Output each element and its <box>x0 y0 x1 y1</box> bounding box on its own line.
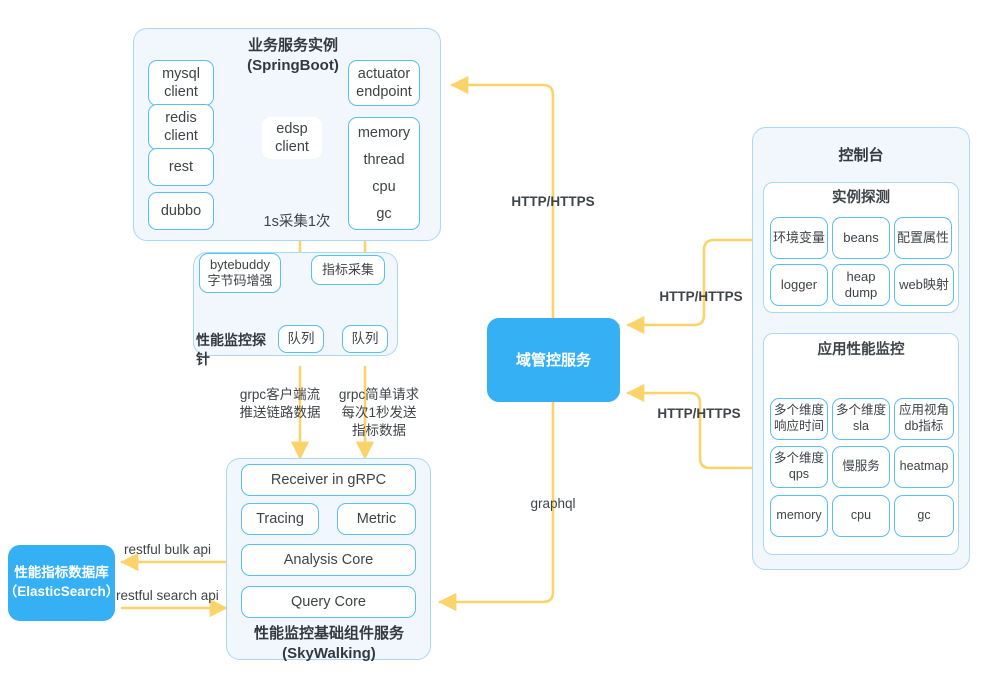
label-http-console-lower: HTTP/HTTPS <box>657 406 741 421</box>
sample-rate-note: 1s采集1次 <box>263 214 331 230</box>
console-item-memory[interactable]: memory <box>770 495 828 537</box>
node-rest[interactable]: rest <box>148 148 214 186</box>
console-item-logger[interactable]: logger <box>770 264 828 306</box>
node-queue-2[interactable]: 队列 <box>342 325 388 353</box>
node-edsp-client[interactable]: edsp client <box>262 117 322 159</box>
node-tracing[interactable]: Tracing <box>241 503 319 535</box>
console-item-db-metrics[interactable]: 应用视角 db指标 <box>894 398 954 440</box>
edge-console-probe-to-domain <box>626 238 754 335</box>
console-item-config-props[interactable]: 配置属性 <box>894 217 952 259</box>
node-queue-1[interactable]: 队列 <box>278 325 324 353</box>
label-graphql: graphql <box>530 496 576 511</box>
console-item-gc[interactable]: gc <box>894 495 954 537</box>
node-domain-service[interactable]: 域管控服务 <box>487 318 620 402</box>
console-item-heap-dump[interactable]: heap dump <box>832 264 890 306</box>
springboot-panel-title: 业务服务实例 (SpringBoot) <box>247 37 339 75</box>
node-jvm-metrics[interactable]: memory thread cpu gc <box>348 117 420 230</box>
console-item-cpu[interactable]: cpu <box>832 495 890 537</box>
label-http-top: HTTP/HTTPS <box>511 194 595 209</box>
probe-panel-title: 性能监控探针 <box>196 332 266 367</box>
node-elasticsearch[interactable]: 性能指标数据库 （ElasticSearch） <box>4 545 119 621</box>
node-receiver-grpc[interactable]: Receiver in gRPC <box>241 464 416 496</box>
label-http-console-upper: HTTP/HTTPS <box>659 289 743 304</box>
console-panel-title: 控制台 <box>838 147 884 164</box>
console-item-sla[interactable]: 多个维度 sla <box>832 398 890 440</box>
console-section-apm-title: 应用性能监控 <box>817 342 905 358</box>
label-restful-bulk: restful bulk api <box>124 542 212 557</box>
label-grpc-simple: grpc简单请求 每次1秒发送 指标数据 <box>338 387 420 439</box>
node-dubbo[interactable]: dubbo <box>148 192 214 230</box>
node-redis-client[interactable]: redis client <box>148 104 214 150</box>
node-metric[interactable]: Metric <box>337 503 416 535</box>
console-item-qps[interactable]: 多个维度 qps <box>770 446 828 488</box>
node-mysql-client[interactable]: mysql client <box>148 60 214 106</box>
metric-memory: memory <box>357 124 411 141</box>
node-metric-collect[interactable]: 指标采集 <box>311 255 385 285</box>
node-query-core[interactable]: Query Core <box>241 586 416 618</box>
console-item-slow-service[interactable]: 慢服务 <box>832 446 890 488</box>
node-analysis-core[interactable]: Analysis Core <box>241 544 416 576</box>
node-actuator-endpoint[interactable]: actuator endpoint <box>348 60 420 106</box>
metric-cpu: cpu <box>372 179 396 195</box>
skywalking-panel-title: 性能监控基础组件服务 (SkyWalking) <box>253 625 404 663</box>
console-item-env-vars[interactable]: 环境变量 <box>770 217 828 259</box>
console-item-beans[interactable]: beans <box>832 217 890 259</box>
metric-gc: gc <box>376 206 392 223</box>
console-section-instance-probe-title: 实例探测 <box>832 190 890 206</box>
console-item-web-mapping[interactable]: web映射 <box>894 264 954 306</box>
console-item-response-time[interactable]: 多个维度 响应时间 <box>770 398 828 440</box>
console-item-heatmap[interactable]: heatmap <box>894 446 954 488</box>
metric-thread: thread <box>363 151 405 168</box>
node-bytebuddy[interactable]: bytebuddy 字节码增强 <box>199 253 281 293</box>
label-restful-search: restful search api <box>116 588 219 603</box>
label-grpc-stream: grpc客户端流 推送链路数据 <box>239 387 321 421</box>
